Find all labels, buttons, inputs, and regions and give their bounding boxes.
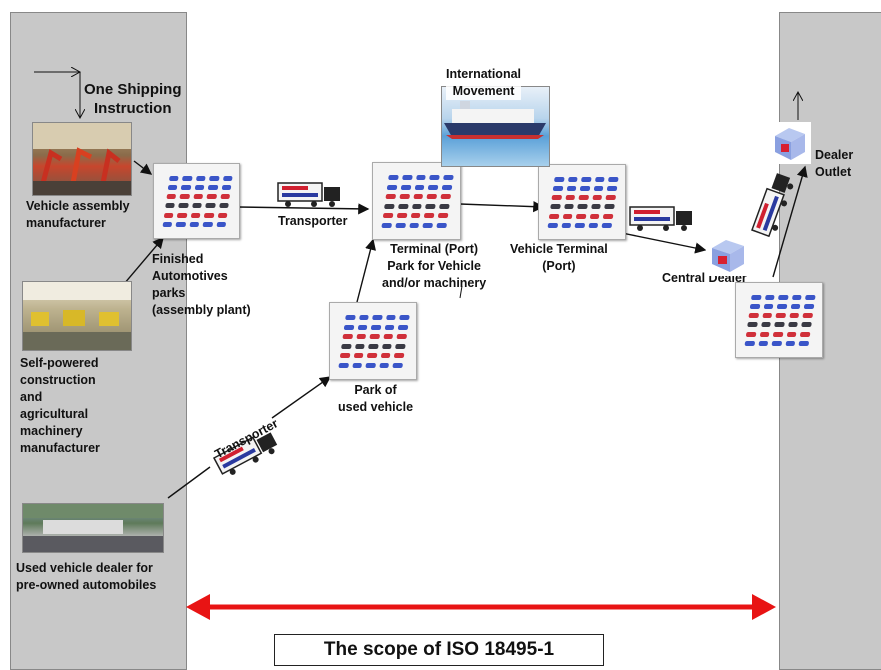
transporter-top-label: Transporter: [278, 214, 348, 228]
truck-icon: [751, 173, 794, 238]
dealer-outlet-building: [769, 122, 811, 164]
shipping-instruction-label: One Shipping Instruction: [84, 81, 182, 117]
international-movement-label: International Movement: [446, 66, 522, 100]
used-vehicle-park: [329, 302, 417, 380]
truck-icon: [212, 432, 278, 475]
terminal-port-label: Terminal (Port) Park for Vehicle and/or …: [382, 242, 487, 290]
used-dealer-photo: [22, 503, 164, 553]
used-park-label: Park of used vehicle: [338, 383, 414, 414]
machinery-factory-photo: [22, 281, 132, 351]
cargo-ship-icon: [444, 101, 546, 139]
self-powered-label: Self-powered construction and agricultur…: [20, 356, 100, 455]
truck-icon: [629, 206, 692, 231]
vehicle-assembly-label: Vehicle assembly manufacturer: [26, 199, 130, 230]
finished-parks-label: Finished Automotives parks (assembly pla…: [152, 252, 251, 317]
building-cube-icon: [775, 128, 805, 160]
scope-title: The scope of ISO 18495-1: [274, 634, 604, 666]
central-dealer-building: [706, 234, 750, 276]
truck-icon: [277, 182, 340, 207]
used-dealer-label: Used vehicle dealer for pre-owned automo…: [16, 561, 157, 592]
vehicle-terminal-label: Vehicle Terminal (Port): [510, 242, 608, 273]
central-dealer-park: [735, 282, 823, 358]
vehicle-terminal-park: [538, 164, 626, 240]
robot-arms-icon: [33, 123, 131, 195]
vehicle-assembly-photo: [32, 122, 132, 196]
factory-floor-icon: [23, 282, 131, 350]
building-cube-icon: [712, 240, 744, 272]
dealership-building-icon: [23, 504, 163, 552]
finished-automotives-park: [153, 163, 240, 239]
dealer-outlet-label: Dealer Outlet: [815, 148, 854, 179]
terminal-port-park: [372, 162, 461, 240]
